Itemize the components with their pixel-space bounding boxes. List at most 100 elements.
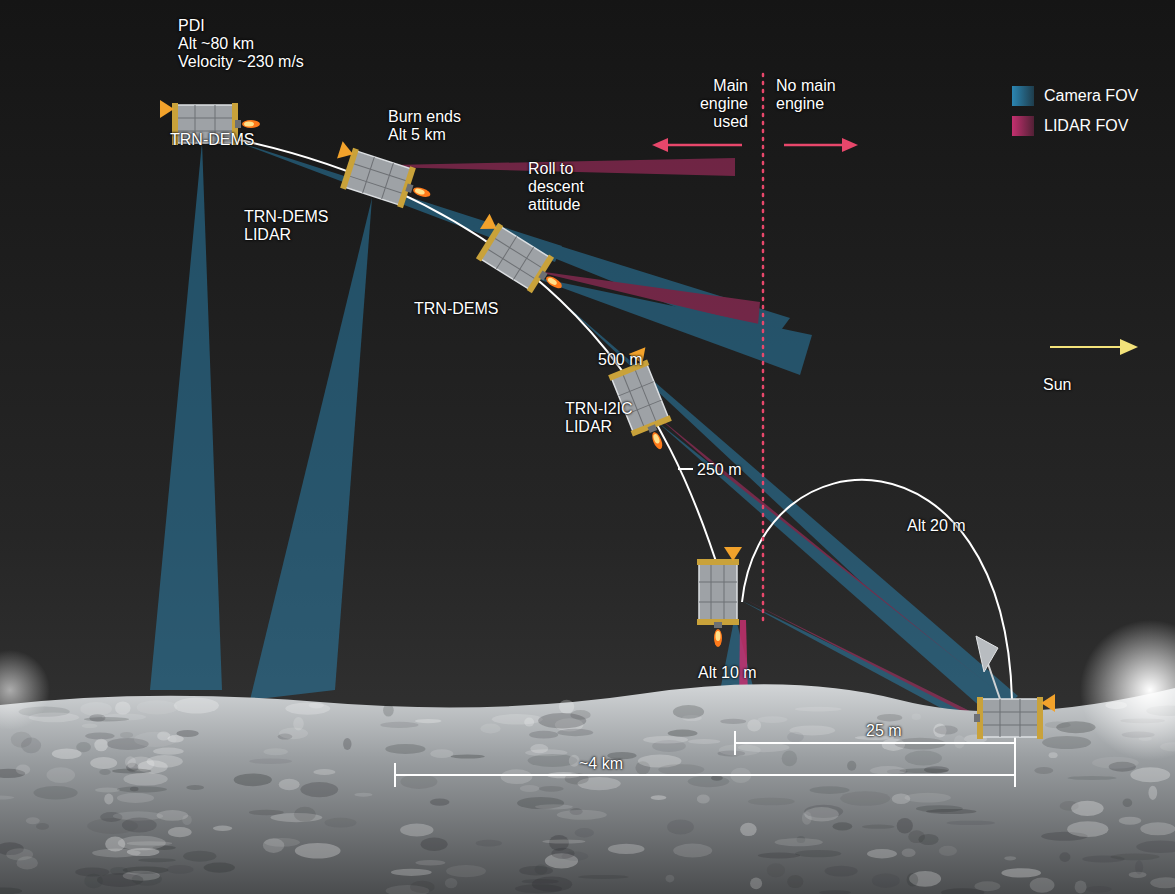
range-label: 500 m <box>598 351 642 369</box>
surface-speck <box>569 755 580 767</box>
surface-speck <box>738 743 789 753</box>
surface-speck <box>410 881 434 893</box>
sun-arrow <box>1050 339 1138 355</box>
surface-speck <box>1150 877 1175 888</box>
surface-speck <box>668 730 698 737</box>
lander <box>697 547 742 647</box>
surface-speck <box>325 818 357 828</box>
surface-speck <box>740 823 757 836</box>
surface-speck <box>153 748 184 755</box>
surface-speck <box>758 853 800 859</box>
surface-speck <box>912 713 921 720</box>
surface-speck <box>16 856 38 869</box>
surface-speck <box>877 714 902 721</box>
surface-speck <box>530 744 548 753</box>
surface-speck <box>1075 880 1087 893</box>
camera-fov <box>250 198 372 700</box>
surface-speck <box>0 796 14 800</box>
surface-speck <box>451 755 485 759</box>
sensor-label: TRN-DEMS LIDAR <box>244 208 340 244</box>
surface-speck <box>897 818 913 834</box>
surface-speck <box>907 873 919 887</box>
surface-speck <box>391 869 432 876</box>
surface-speck <box>1059 852 1070 862</box>
surface-speck <box>542 839 585 843</box>
event-label: Burn ends <box>388 108 461 126</box>
surface-speck <box>557 729 593 736</box>
surface-speck <box>539 786 564 792</box>
surface-speck <box>795 707 842 712</box>
hop-trajectory <box>742 480 1012 700</box>
altitude-label: Alt 5 km <box>388 126 446 144</box>
surface-speck <box>85 733 114 740</box>
surface-speck <box>658 764 704 775</box>
surface-speck <box>95 788 120 793</box>
surface-speck <box>47 767 76 783</box>
surface-speck <box>380 722 418 728</box>
surface-speck <box>84 717 129 721</box>
surface-speck <box>132 873 162 886</box>
direction-arrows <box>652 138 858 152</box>
surface-speck <box>947 821 995 825</box>
lander <box>329 141 438 215</box>
surface-speck <box>767 863 785 877</box>
phase-label: PDI <box>178 17 205 35</box>
surface-speck <box>1030 877 1055 892</box>
surface-speck <box>1135 860 1143 874</box>
distance-label: 25 m <box>866 722 902 740</box>
surface-speck <box>21 738 41 754</box>
surface-speck <box>810 786 850 794</box>
surface-speck <box>480 723 500 733</box>
altitude-tick <box>678 468 693 470</box>
surface-speck <box>795 850 841 857</box>
surface-speck <box>354 793 372 797</box>
surface-speck <box>790 725 836 735</box>
surface-speck <box>279 727 308 739</box>
surface-speck <box>578 875 628 879</box>
surface-speck <box>80 702 112 716</box>
region-label: No main engine <box>776 77 846 113</box>
surface-speck <box>529 731 558 739</box>
surface-speck <box>720 719 746 724</box>
surface-speck <box>916 805 963 812</box>
surface-speck <box>127 848 160 856</box>
surface-speck <box>400 775 437 789</box>
velocity-label: Velocity ~230 m/s <box>178 53 304 71</box>
surface-speck <box>750 878 762 890</box>
surface-speck <box>476 840 502 847</box>
surface-speck <box>758 716 788 723</box>
surface-speck <box>608 844 645 854</box>
surface-speck <box>137 700 178 714</box>
trajectory <box>230 138 722 580</box>
surface-speck <box>1067 821 1108 837</box>
altitude-label: Alt 20 m <box>907 517 966 535</box>
surface-speck <box>400 824 433 837</box>
surface-speck <box>939 846 957 856</box>
surface-speck <box>902 848 916 857</box>
surface-speck <box>117 786 167 792</box>
surface-speck <box>26 817 40 824</box>
surface-speck <box>1092 757 1139 769</box>
surface-speck <box>52 749 82 759</box>
surface-speck <box>862 825 894 829</box>
surface-speck <box>711 775 723 781</box>
surface-speck <box>104 794 113 805</box>
legend-row: Camera FOV <box>1012 86 1138 106</box>
surface-speck <box>673 705 704 719</box>
surface-speck <box>651 795 667 800</box>
lander <box>466 214 575 305</box>
surface-speck <box>234 773 272 786</box>
surface-speck <box>82 724 98 729</box>
surface-speck <box>538 713 586 728</box>
glare <box>0 650 50 730</box>
surface-speck <box>293 717 304 730</box>
surface-speck <box>775 838 823 846</box>
surface-speck <box>535 865 548 875</box>
surface-speck <box>1001 868 1041 877</box>
surface-speck <box>147 755 183 768</box>
surface-speck <box>34 786 78 799</box>
sensor-label: TRN-I2IC LIDAR <box>565 400 649 436</box>
surface-speck <box>415 719 441 723</box>
